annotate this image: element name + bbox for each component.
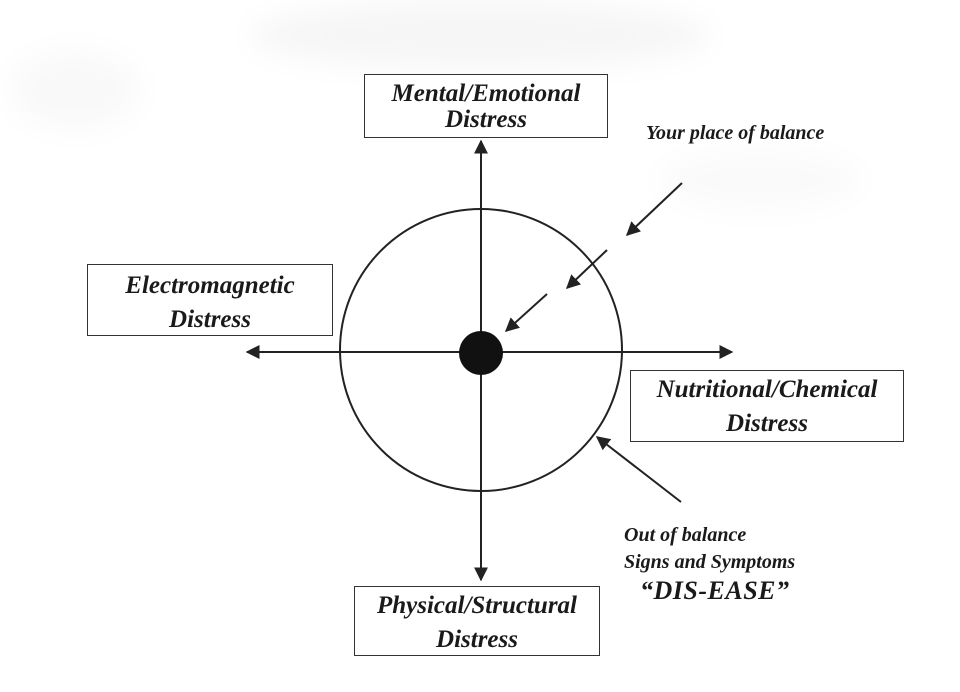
nutritional-chemical-distress-box: Nutritional/Chemical Distress: [630, 370, 904, 442]
balance-pointer-arrow: [504, 293, 548, 332]
out-of-balance-pointer-arrow: [595, 436, 682, 503]
center-balance-dot: [459, 331, 503, 375]
box-label-line1: Nutritional/Chemical: [656, 376, 878, 403]
signs-symptoms-annotation: Signs and Symptoms: [624, 551, 796, 573]
mental-emotional-distress-box: Mental/Emotional Distress: [364, 74, 608, 138]
disease-annotation: “DIS-EASE”: [640, 576, 790, 605]
box-label-line1: Physical/Structural: [376, 592, 578, 619]
box-label-line2: Distress: [726, 410, 808, 437]
physical-structural-distress-box: Physical/Structural Distress: [354, 586, 600, 656]
balance-annotation: Your place of balance: [646, 122, 825, 144]
balance-pointer-arrow: [625, 182, 683, 236]
box-label-line2: Distress: [445, 106, 527, 133]
box-label-line1: Electromagnetic: [125, 272, 295, 299]
balance-pointer-arrow: [565, 249, 608, 289]
out-of-balance-annotation: Out of balance: [624, 524, 747, 546]
box-label-line2: Distress: [169, 306, 251, 333]
box-label-line2: Distress: [436, 626, 518, 653]
box-label-line1: Mental/Emotional: [391, 80, 581, 107]
electromagnetic-distress-box: Electromagnetic Distress: [87, 264, 333, 336]
